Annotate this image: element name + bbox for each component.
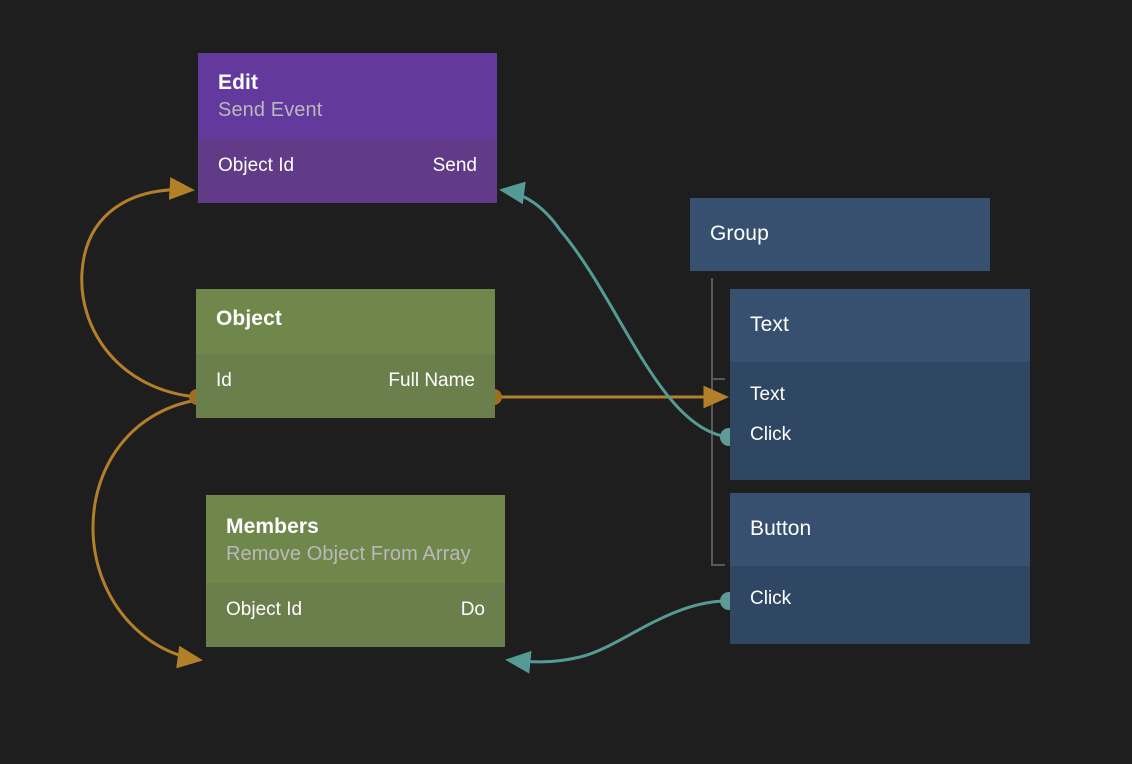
port-label-object-id[interactable]: Id (216, 370, 232, 391)
node-group-header: Group (690, 198, 990, 271)
node-text-row-text[interactable]: Text (750, 380, 1010, 410)
port-label-text-click[interactable]: Click (750, 424, 792, 445)
node-object[interactable]: Object Id Full Name (196, 289, 495, 418)
node-group[interactable]: Group (690, 198, 990, 271)
node-edit-body: Object Id Send (198, 139, 497, 203)
node-button-header: Button (730, 493, 1030, 566)
edge-button-click-to-members-do (505, 599, 730, 674)
node-edit-title: Edit (218, 71, 259, 94)
node-object-header: Object (196, 289, 495, 354)
node-members-row-objectid-do[interactable]: Object Id Do (226, 595, 485, 625)
group-tree-branch-text (711, 378, 725, 380)
port-label-button-click[interactable]: Click (750, 588, 792, 609)
node-members-title: Members (226, 515, 319, 538)
port-label-text-text[interactable]: Text (750, 384, 785, 405)
node-button-title: Button (750, 517, 812, 540)
port-label-edit-send[interactable]: Send (432, 155, 477, 176)
group-tree-vertical-line (711, 278, 713, 566)
node-object-row-id-fullname[interactable]: Id Full Name (216, 366, 475, 396)
port-label-members-do[interactable]: Do (460, 599, 485, 620)
node-text-title: Text (750, 313, 789, 336)
node-edit-row-objectid-send[interactable]: Object Id Send (218, 151, 477, 181)
node-edit-header: Edit Send Event (198, 53, 497, 139)
node-text[interactable]: Text Text Click (730, 289, 1030, 480)
node-edit-subtitle: Send Event (218, 99, 323, 121)
node-object-title: Object (216, 307, 282, 330)
node-members-body: Object Id Do (206, 583, 505, 647)
node-button[interactable]: Button Click (730, 493, 1030, 644)
node-button-body: Click (730, 566, 1030, 644)
node-edit[interactable]: Edit Send Event Object Id Send (198, 53, 497, 203)
node-members-subtitle: Remove Object From Array (226, 543, 471, 565)
node-members[interactable]: Members Remove Object From Array Object … (206, 495, 505, 647)
node-members-header: Members Remove Object From Array (206, 495, 505, 583)
node-object-body: Id Full Name (196, 354, 495, 418)
node-text-header: Text (730, 289, 1030, 362)
node-button-row-click[interactable]: Click (750, 584, 1010, 614)
edge-object-id-to-members-objectid (91, 398, 203, 669)
port-label-edit-object-id[interactable]: Object Id (218, 155, 295, 176)
node-group-title: Group (710, 222, 769, 245)
edge-object-id-to-edit-objectid (80, 177, 198, 399)
group-tree-branch-button (711, 564, 725, 566)
node-text-row-click[interactable]: Click (750, 420, 1010, 450)
port-label-object-full-name[interactable]: Full Name (388, 370, 475, 391)
port-label-members-object-id[interactable]: Object Id (226, 599, 303, 620)
node-text-body: Text Click (730, 362, 1030, 480)
